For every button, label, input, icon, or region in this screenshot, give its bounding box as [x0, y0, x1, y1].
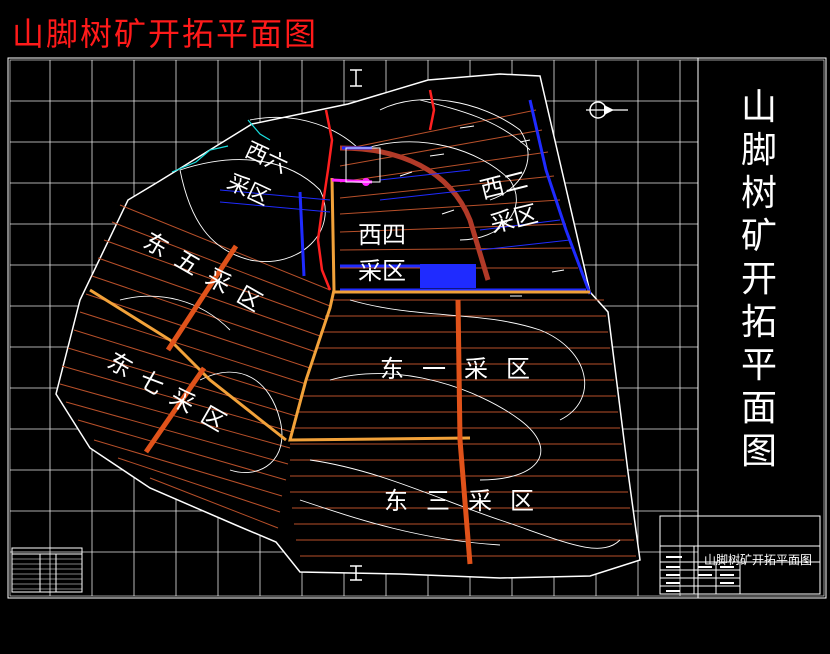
blue-block — [420, 264, 476, 288]
title-block — [659, 515, 821, 595]
zone-east-one: 东一采区 — [380, 355, 548, 383]
north-arrow-icon — [586, 101, 628, 119]
river — [316, 89, 436, 291]
section-line-markers — [350, 69, 362, 581]
blue-fine-lines — [219, 169, 571, 251]
inner-frame — [9, 59, 825, 597]
orange-roadways — [143, 244, 473, 565]
cyan-accents — [171, 119, 271, 173]
legend-table — [11, 547, 83, 593]
seam-lines — [59, 109, 636, 557]
side-title-char: 矿 — [740, 216, 777, 257]
side-title-char: 面 — [740, 388, 777, 429]
side-title-char: 开 — [740, 259, 777, 300]
side-title-char: 图 — [740, 431, 777, 472]
annotation-marks — [399, 125, 565, 297]
outer-frame — [7, 57, 827, 599]
zone-west-four-line2: 采区 — [358, 257, 406, 285]
title-block-main-title: 山脚树矿开拓平面图 — [704, 553, 813, 567]
side-title-char: 拓 — [740, 302, 777, 343]
main-roadway — [89, 177, 590, 442]
side-title-char: 平 — [740, 345, 777, 386]
shaft-marker — [331, 147, 381, 186]
contour-lines — [119, 99, 621, 549]
zone-east-three: 东三采区 — [384, 487, 552, 515]
mine-boundary — [55, 73, 641, 579]
side-title-char: 山 — [740, 87, 777, 128]
side-title-char: 树 — [740, 173, 777, 214]
header-title: 山脚树矿开拓平面图 — [12, 15, 319, 53]
side-title-char: 脚 — [740, 130, 777, 171]
zone-west-four-line1: 西四 — [358, 221, 406, 249]
title-block-small-text — [666, 556, 734, 592]
side-title: 山 脚 树 矿 开 拓 平 面 图 — [734, 86, 784, 473]
